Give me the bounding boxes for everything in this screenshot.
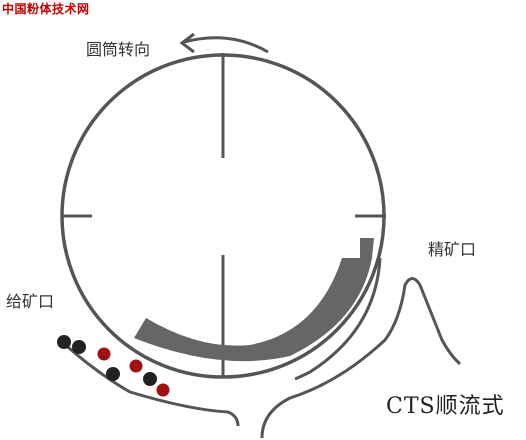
rotation-arrow-icon [179, 32, 269, 54]
ore-particles [57, 335, 170, 397]
particle-dark [72, 340, 86, 354]
particle-red [129, 359, 143, 373]
site-watermark: 中国粉体技术网 [2, 2, 90, 16]
particle-red [156, 383, 170, 397]
tank-bottom-right [260, 277, 462, 439]
drum-rotation-label: 圆筒转向 [86, 40, 151, 59]
particle-dark [106, 367, 120, 381]
magnet-system [134, 238, 374, 362]
feed-inlet-label: 给矿口 [6, 292, 55, 311]
diagram-title: CTS顺流式 [386, 394, 505, 419]
particle-red [97, 347, 111, 361]
concentrate-outlet-label: 精矿口 [428, 240, 477, 259]
tank-outline [58, 338, 240, 427]
particle-dark [143, 372, 157, 386]
particle-dark [57, 335, 71, 349]
drum-outer-arc [294, 257, 382, 381]
